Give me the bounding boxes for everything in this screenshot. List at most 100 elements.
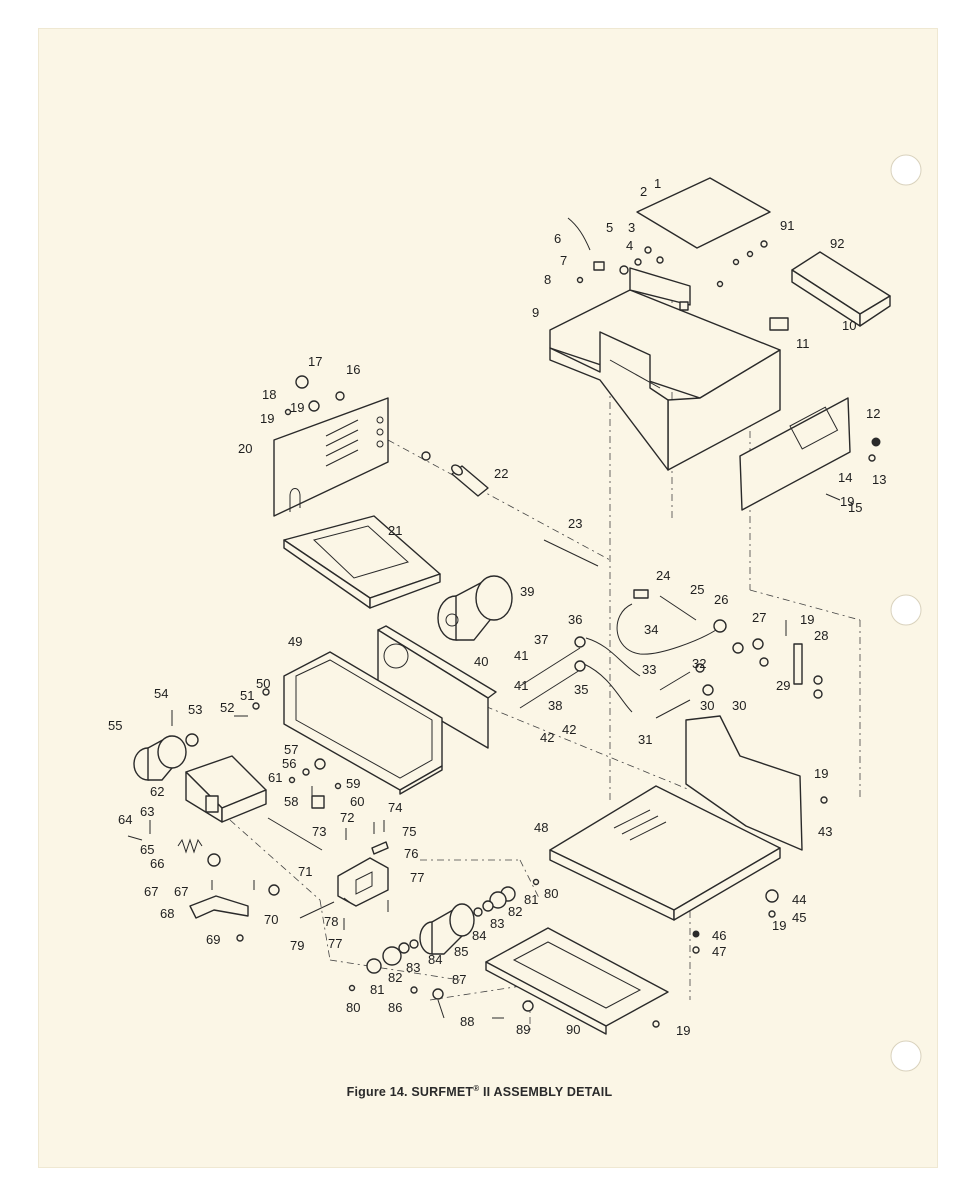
- part-number-label: 83: [406, 960, 420, 975]
- part-carriage-62: [185, 755, 267, 823]
- part-number-label: 19: [260, 411, 274, 426]
- part-number-label: 81: [370, 982, 384, 997]
- part-fitting-30a: [732, 642, 744, 654]
- part-number-label: 40: [474, 654, 488, 669]
- part-nut-4: [634, 258, 642, 266]
- part-back-panel-40: [377, 625, 497, 749]
- part-number-label: 82: [508, 904, 522, 919]
- part-bracket-76: [337, 857, 389, 907]
- part-number-label: 53: [188, 702, 202, 717]
- part-number-label: 77: [328, 936, 342, 951]
- part-number-label: 58: [284, 794, 298, 809]
- part-screw-3: [644, 246, 652, 254]
- part-number-label: 3: [628, 220, 635, 235]
- part-fitting-24: [633, 589, 649, 599]
- part-bushing-35: [574, 660, 586, 672]
- part-number-label: 63: [140, 804, 154, 819]
- part-number-label: 39: [520, 584, 534, 599]
- part-number-label: 84: [428, 952, 442, 967]
- part-number-label: 91: [780, 218, 794, 233]
- part-number-label: 43: [818, 824, 832, 839]
- part-number-label: 72: [340, 810, 354, 825]
- binder-hole-middle: [890, 594, 922, 626]
- part-tubing-route: [585, 637, 641, 677]
- part-number-label: 27: [752, 610, 766, 625]
- part-number-labels: 1234567891011121314151617181919191919191…: [108, 176, 886, 1038]
- part-number-label: 78: [324, 914, 338, 929]
- part-number-label: 28: [814, 628, 828, 643]
- part-number-label: 67: [174, 884, 188, 899]
- part-nut-17: [295, 375, 309, 389]
- part-knob-12: [871, 437, 881, 447]
- part-tray-21: [283, 515, 441, 609]
- part-spring-65: [177, 838, 203, 854]
- part-number-label: 90: [566, 1022, 580, 1037]
- part-nut-57: [314, 758, 326, 770]
- part-screw-19-43: [820, 796, 828, 804]
- part-fitting-7: [593, 261, 605, 271]
- part-washer-50: [262, 688, 270, 696]
- part-number-label: 46: [712, 928, 726, 943]
- part-screw-86: [410, 986, 418, 994]
- part-number-label: 10: [842, 318, 856, 333]
- part-foot-44: [765, 889, 779, 903]
- part-number-label: 56: [282, 756, 296, 771]
- part-rear-panel-43: [685, 715, 803, 851]
- part-number-label: 67: [144, 884, 158, 899]
- part-number-label: 29: [776, 678, 790, 693]
- part-nut-28a: [813, 675, 823, 685]
- figure-caption: Figure 14. SURFMET® II ASSEMBLY DETAIL: [0, 1084, 959, 1099]
- part-number-label: 19: [800, 612, 814, 627]
- part-number-label: 57: [284, 742, 298, 757]
- part-tube-33: [659, 671, 691, 691]
- part-number-label: 4: [626, 238, 633, 253]
- part-pulley-53: [185, 733, 199, 747]
- part-number-label: 24: [656, 568, 670, 583]
- part-lever-68: [189, 895, 249, 919]
- part-number-label: 9: [532, 305, 539, 320]
- part-motor-85: [419, 903, 475, 955]
- part-screw-19-top: [284, 408, 292, 416]
- part-washer-91: [760, 240, 768, 248]
- part-hose-25: [659, 595, 697, 621]
- part-number-label: 69: [206, 932, 220, 947]
- part-number-label: 84: [472, 928, 486, 943]
- part-washer-83-upper: [482, 900, 494, 912]
- part-nut-side: [421, 451, 431, 461]
- part-washer-92b: [732, 258, 740, 266]
- part-bushing-66: [207, 853, 221, 867]
- part-pin-78: [343, 897, 353, 905]
- part-number-label: 7: [560, 253, 567, 268]
- part-number-label: 21: [388, 523, 402, 538]
- part-number-label: 54: [154, 686, 168, 701]
- part-nut-61: [288, 776, 296, 784]
- part-motor-39: [437, 575, 513, 641]
- part-number-label: 59: [346, 776, 360, 791]
- part-number-label: 32: [692, 656, 706, 671]
- part-main-housing: [549, 267, 781, 471]
- part-number-label: 38: [548, 698, 562, 713]
- part-number-label: 12: [866, 406, 880, 421]
- part-number-label: 37: [534, 632, 548, 647]
- registered-mark: ®: [473, 1084, 480, 1093]
- part-foot-pedal: [791, 251, 891, 327]
- part-screw-80-lower: [348, 984, 356, 992]
- part-number-label: 68: [160, 906, 174, 921]
- part-chassis-49: [283, 651, 443, 795]
- part-number-label: 50: [256, 676, 270, 691]
- part-number-label: 34: [644, 622, 658, 637]
- part-number-label: 82: [388, 970, 402, 985]
- part-screw-8: [576, 276, 584, 284]
- part-cable: [567, 217, 591, 251]
- part-screw-2: [656, 256, 664, 264]
- part-cylinder-22: [451, 464, 489, 497]
- part-washer-59: [334, 782, 342, 790]
- part-number-label: 42: [540, 730, 554, 745]
- part-washer-84-upper: [473, 907, 483, 917]
- part-shaft-38: [519, 669, 581, 709]
- binder-hole-bottom: [890, 1040, 922, 1072]
- part-number-label: 15: [848, 500, 862, 515]
- part-number-label: 80: [544, 886, 558, 901]
- part-wire-87: [437, 999, 445, 1019]
